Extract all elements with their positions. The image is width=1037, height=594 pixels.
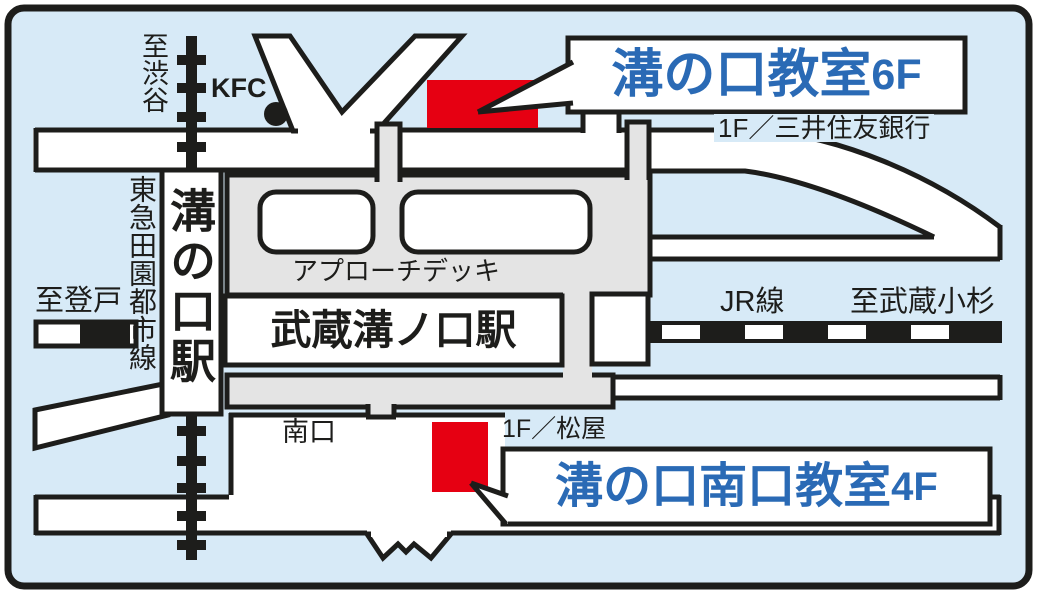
south-exit-stairs-edge (365, 404, 397, 420)
south-exit-label: 南口 (282, 417, 336, 447)
south-road-fork (362, 531, 457, 562)
approach-deck-label: アプローチデッキ (292, 256, 501, 286)
deck-center-column (563, 290, 592, 380)
fork-junction-patch (371, 527, 447, 537)
jr-station-east-box (589, 291, 651, 367)
deck-connector-west-edge (374, 121, 403, 182)
toward-musashikosugi-label: 至武蔵小杉 (850, 286, 996, 318)
callout-north (476, 35, 968, 115)
deck-connector-east (627, 120, 649, 178)
toward-noborito-label: 至登戸 (35, 285, 123, 317)
ramp-inner-pocket (649, 173, 932, 236)
callout-south (469, 446, 993, 527)
v-road-junction-patch (298, 128, 370, 140)
jr-station-label: 武蔵溝ノ口駅 (270, 307, 517, 353)
deck-connector-west (377, 122, 400, 180)
deck-connector-east-edge (624, 119, 652, 180)
callout-north-name: 溝の口教室 (611, 46, 872, 104)
tokyu-station-box (159, 167, 224, 417)
callout-south-floor: 4F (891, 464, 938, 509)
bank-floor-label: 1F／三井住友銀行 (714, 114, 935, 142)
jr-line-label: JR線 (720, 286, 785, 318)
callout-north-floor: 6F (871, 50, 922, 99)
tokyu-line-label: 東急田園都市線 (126, 175, 157, 371)
deck-opening-east (399, 189, 593, 255)
jr-line-west (33, 319, 139, 349)
north-v-road (251, 33, 468, 134)
classroom-building-south (432, 422, 488, 492)
tokyu-railway-line (177, 36, 206, 560)
deck-south-strip (224, 372, 616, 410)
tokyu-station-label: 溝の口駅 (164, 187, 216, 387)
callout-south-name: 溝の口南口教室 (555, 459, 892, 513)
kfc-dot (264, 102, 288, 126)
toward-shibuya-label: 至渋谷 (138, 32, 168, 113)
jr-line-east (648, 321, 1002, 343)
jr-station-box (222, 293, 565, 368)
matsuya-floor-label: 1F／松屋 (502, 415, 607, 443)
deck-opening-west (257, 189, 376, 255)
kfc-label: KFC (211, 73, 267, 103)
